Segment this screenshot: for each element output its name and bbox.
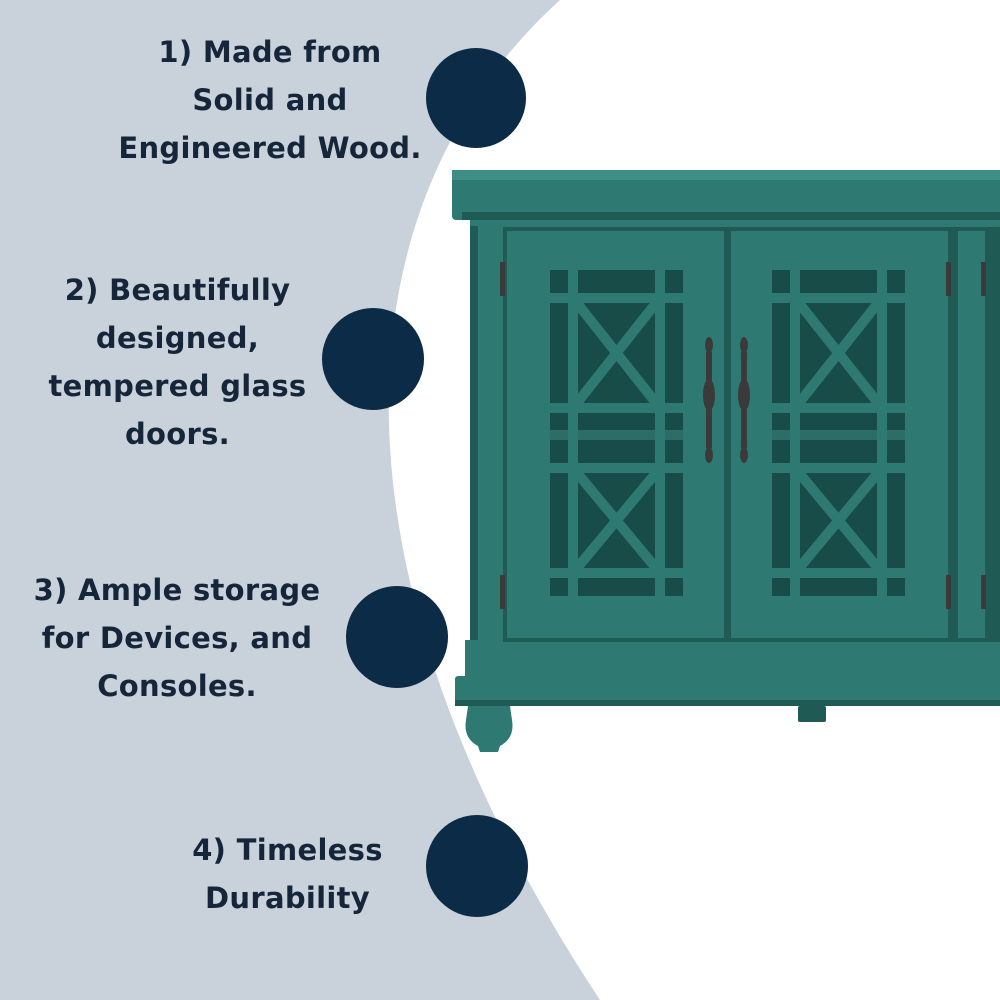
feature-1-text: 1) Made from Solid and Engineered Wood.: [118, 35, 422, 165]
feature-3-bullet: [346, 586, 448, 688]
feature-4-bullet: [426, 815, 528, 917]
cabinet-image: [452, 170, 1000, 752]
side-panel: [0, 0, 600, 1000]
feature-1-bullet: [426, 48, 526, 148]
door-handle-left: [703, 337, 715, 463]
feature-2-text: 2) Beautifully designed, tempered glass …: [48, 273, 307, 451]
feature-3-text: 3) Ample storage for Devices, and Consol…: [33, 573, 321, 703]
door-handle-right: [738, 337, 750, 463]
feature-2-bullet: [322, 308, 424, 410]
feature-4-text: 4) Timeless Durability: [192, 833, 383, 915]
